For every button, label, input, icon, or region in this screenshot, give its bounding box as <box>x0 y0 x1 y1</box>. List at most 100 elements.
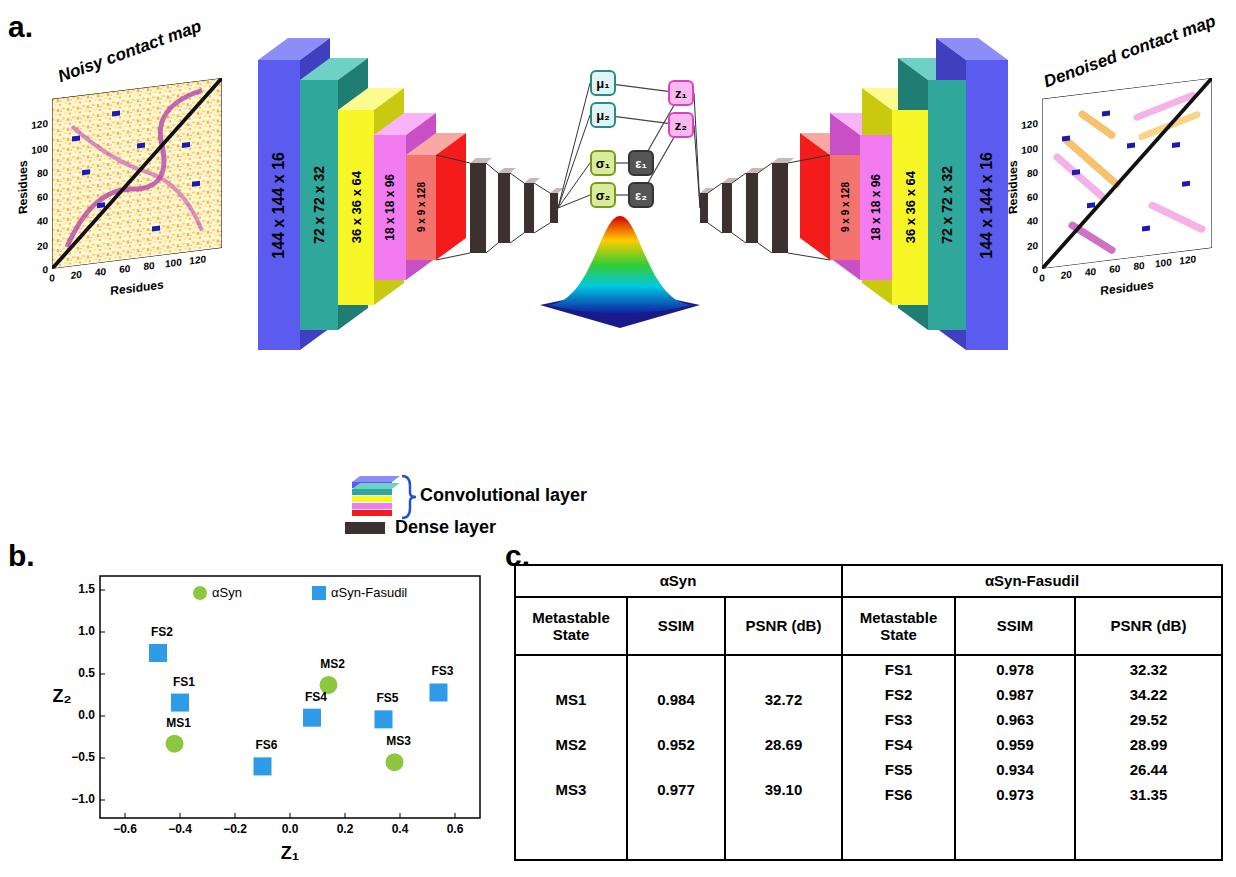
tick-label: 1.5 <box>78 583 95 596</box>
latent-symbol: μ₂ <box>596 108 610 123</box>
tick-label: 40 <box>1085 266 1096 278</box>
latent-symbol: ε₁ <box>635 156 647 171</box>
table-cell: 39.10 <box>765 782 803 799</box>
point-label: FS2 <box>151 626 173 639</box>
legend-swatch <box>345 522 385 534</box>
axis-title: Z₂ <box>53 687 72 707</box>
latent-node: z₂ <box>668 112 694 138</box>
tick-label: 60 <box>1109 263 1120 275</box>
tick-label: 120 <box>189 253 206 266</box>
latent-node: μ₁ <box>590 70 616 96</box>
table-header: PSNR (dB) <box>1111 618 1187 635</box>
table-header: SSIM <box>658 618 695 635</box>
tick-label: 100 <box>1155 256 1172 269</box>
axis-title: Residues <box>1007 160 1020 215</box>
legend-swatch <box>312 586 326 600</box>
latent-node: σ₂ <box>590 182 616 208</box>
latent-symbol: z₁ <box>675 86 687 101</box>
table-cell: FS5 <box>885 762 913 779</box>
latent-connector <box>616 162 628 163</box>
table-header: Metastable State <box>847 610 951 643</box>
tick-label: 120 <box>1021 118 1038 131</box>
table-cell: 0.977 <box>657 782 695 799</box>
tick-label: 20 <box>1027 240 1038 252</box>
tick-label: 20 <box>1061 269 1072 281</box>
latent-connector <box>616 194 628 195</box>
legend-text: αSyn <box>212 586 242 600</box>
latent-connector <box>616 85 668 92</box>
tick-label: 100 <box>1021 142 1038 155</box>
tick-label: 20 <box>37 240 48 252</box>
tick-label: 60 <box>1027 191 1038 203</box>
table-cell: MS3 <box>556 782 587 799</box>
conv-layer-block: 9 x 9 x 128 <box>830 155 860 260</box>
tick-label: 80 <box>37 167 48 179</box>
point-label: FS6 <box>255 740 277 753</box>
tick-label: −0.2 <box>223 823 247 836</box>
table-cell: 32.32 <box>1130 662 1168 679</box>
conv-layer-block: 72 x 72 x 32 <box>300 80 338 330</box>
layer-size: 144 x 144 x 16 <box>978 152 996 259</box>
table-cell: 0.963 <box>996 712 1034 729</box>
contact-map: Residues020406080100120Residues020406080… <box>10 56 240 314</box>
axis-title: Residues <box>1100 279 1153 299</box>
layer-size: 9 x 9 x 128 <box>416 182 427 232</box>
axis-title: Residues <box>110 279 163 299</box>
table-cell: 0.984 <box>657 692 695 709</box>
legend-text: αSyn-Fasudil <box>331 586 407 600</box>
tick-label: 0 <box>1039 272 1045 284</box>
panel-letter: a. <box>8 10 33 43</box>
table-cell: 0.934 <box>996 762 1034 779</box>
layer-size: 18 x 18 x 96 <box>383 174 397 241</box>
layer-size: 72 x 72 x 32 <box>311 166 327 244</box>
latent-node: ε₁ <box>628 150 654 176</box>
table-cell: FS6 <box>885 787 913 804</box>
point-label: FS3 <box>431 666 453 679</box>
point-label: FS5 <box>376 693 398 706</box>
layer-size: 72 x 72 x 32 <box>939 166 955 244</box>
tick-label: −1.0 <box>71 793 95 806</box>
tick-label: 80 <box>1134 260 1145 272</box>
latent-node: z₁ <box>668 80 694 106</box>
table-cell: MS2 <box>556 737 587 754</box>
axis-title: Z₁ <box>281 844 299 864</box>
legend-text: Convolutional layer <box>420 486 587 506</box>
tick-label: 0.5 <box>78 667 95 680</box>
tick-label: 100 <box>165 256 182 269</box>
latent-symbol: ε₂ <box>635 188 647 203</box>
tick-label: 1.0 <box>78 625 95 638</box>
contact-map: Residues020406080100120Residues020406080… <box>1000 56 1230 314</box>
table-cell: FS1 <box>885 662 913 679</box>
panel-letter: c. <box>505 539 530 572</box>
tick-label: 40 <box>1027 215 1038 227</box>
table-header: αSyn <box>660 573 697 590</box>
tick-label: 0.2 <box>337 823 354 836</box>
tick-label: 100 <box>31 142 48 155</box>
table-cell: 32.72 <box>765 692 803 709</box>
table-header: SSIM <box>997 618 1034 635</box>
conv-layer-block: 18 x 18 x 96 <box>860 135 892 280</box>
conv-layer-block: 144 x 144 x 16 <box>966 60 1008 350</box>
conv-layer-block: 36 x 36 x 64 <box>892 110 928 305</box>
tick-label: 60 <box>37 191 48 203</box>
legend-text: Dense layer <box>395 518 496 538</box>
tick-label: 0.0 <box>282 823 299 836</box>
layer-size: 36 x 36 x 64 <box>903 171 918 243</box>
point-label: FS4 <box>305 691 327 704</box>
table-cell: 26.44 <box>1130 762 1168 779</box>
table-cell: 29.52 <box>1130 712 1168 729</box>
tick-label: 40 <box>95 266 106 278</box>
latent-connector <box>616 117 668 124</box>
conv-layer-block: 72 x 72 x 32 <box>928 80 966 330</box>
layer-size: 9 x 9 x 128 <box>840 182 851 232</box>
map-title: Noisy contact map <box>56 17 204 86</box>
map-title: Denoised contact map <box>1042 12 1219 92</box>
panel-letter: b. <box>8 539 35 572</box>
point-label: MS1 <box>166 717 191 730</box>
point-label: MS3 <box>386 736 411 749</box>
latent-node: σ₁ <box>590 150 616 176</box>
tick-label: 60 <box>119 263 130 275</box>
table-header: PSNR (dB) <box>746 618 822 635</box>
tick-label: 40 <box>37 215 48 227</box>
tick-label: 0 <box>1032 264 1038 276</box>
